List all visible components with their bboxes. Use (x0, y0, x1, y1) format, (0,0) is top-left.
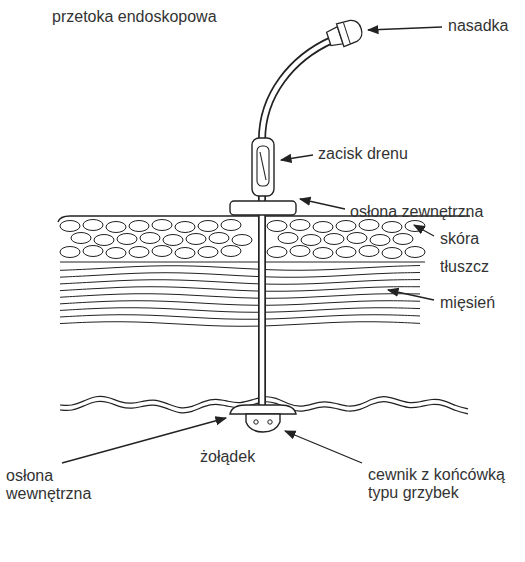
fat-cell (370, 235, 390, 246)
leader-arrow (285, 431, 362, 463)
part-label: tłuszcz (440, 258, 489, 276)
fat-cell (209, 233, 229, 244)
fat-cell (347, 233, 367, 244)
cap (325, 17, 365, 50)
tube-inner (262, 40, 332, 412)
leader-arrow (368, 27, 442, 30)
fat-cell (175, 222, 195, 233)
leader-arrow (388, 290, 434, 300)
fat-cell (83, 220, 103, 231)
leader-arrow (281, 155, 313, 160)
fat-cell (301, 235, 321, 246)
fat-cell (198, 221, 218, 232)
muscle-fibre (60, 287, 420, 292)
fat-cell (267, 221, 287, 232)
fat-cell (106, 248, 126, 259)
fat-cell (129, 247, 149, 258)
fat-cell (163, 235, 183, 246)
leader-arrow (414, 225, 434, 236)
fat-cell (60, 247, 80, 258)
fat-cell (267, 247, 287, 258)
fat-cell (393, 234, 413, 245)
part-label: osłona wewnętrzna (6, 467, 106, 503)
fat-cell (140, 233, 160, 244)
part-label: mięsień (440, 294, 495, 312)
fat-cell (152, 220, 172, 231)
tube-outline (262, 40, 332, 412)
fat-cell (117, 234, 137, 245)
muscle-fibre (60, 266, 420, 271)
fat-cell (336, 221, 356, 232)
external-bumper (230, 201, 296, 215)
fat-cell (198, 247, 218, 258)
muscle-layer (60, 266, 420, 327)
fat-cell (278, 233, 298, 244)
fat-cell (382, 222, 402, 233)
fat-cell (232, 235, 252, 246)
fat-cell (382, 248, 402, 259)
tube-clamp (252, 138, 274, 196)
fat-cell (106, 222, 126, 233)
fat-cell (313, 248, 333, 259)
muscle-fibre (60, 322, 420, 327)
fat-cell (71, 233, 91, 244)
part-label: nasadka (448, 17, 509, 35)
fat-cell (129, 221, 149, 232)
fat-cell (175, 248, 195, 259)
fat-cell (290, 246, 310, 257)
fat-cell (290, 220, 310, 231)
fat-cell (313, 222, 333, 233)
part-label: przetoka endoskopowa (52, 8, 217, 26)
fat-cell (336, 247, 356, 258)
fat-cell (359, 246, 379, 257)
muscle-fibre (60, 294, 420, 299)
internal-bumper (230, 405, 296, 432)
part-label: osłona zewnętrzna (350, 203, 483, 221)
fat-cell (83, 246, 103, 257)
fat-layer (60, 220, 425, 263)
muscle-fibre (60, 308, 420, 313)
fat-border (60, 262, 425, 263)
fat-cell (221, 220, 241, 231)
muscle-fibre (60, 315, 420, 320)
fat-cell (94, 235, 114, 246)
part-label: żołądek (200, 448, 255, 466)
fat-cell (221, 246, 241, 257)
muscle-fibre (60, 273, 420, 278)
part-label: zacisk drenu (318, 145, 408, 163)
fat-cell (60, 221, 80, 232)
muscle-fibre (60, 280, 420, 285)
part-label: skóra (440, 230, 479, 248)
leader-arrows (62, 27, 442, 463)
fat-cell (152, 246, 172, 257)
part-label: cewnik z końcówką typu grzybek (368, 466, 518, 502)
fat-cell (359, 220, 379, 231)
fat-cell (186, 234, 206, 245)
leader-arrow (300, 199, 345, 209)
fat-cell (324, 234, 344, 245)
fat-cell (405, 247, 425, 258)
muscle-fibre (60, 301, 420, 306)
